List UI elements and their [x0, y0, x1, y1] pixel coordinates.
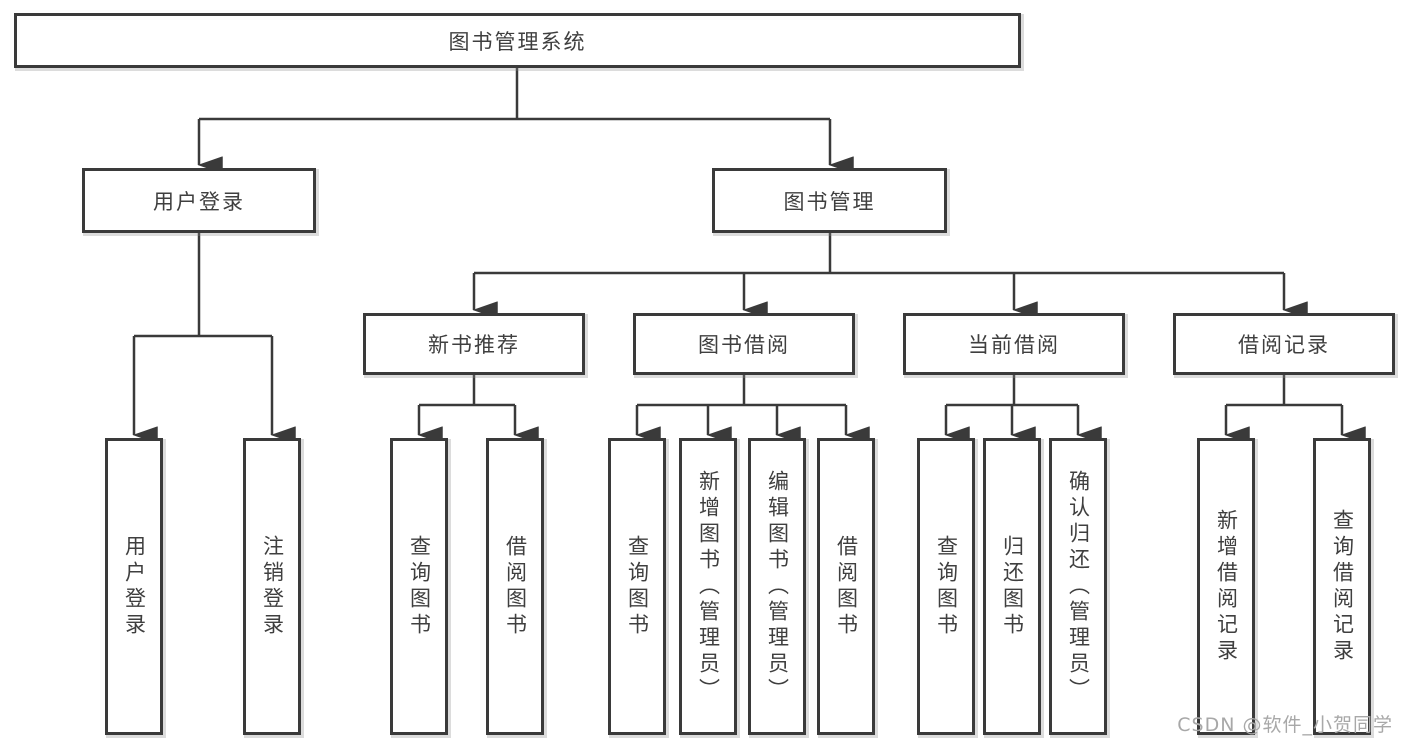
node-label: 借阅记录 [1238, 333, 1330, 357]
node-book-management: 图书管理 [712, 168, 947, 233]
leaf-label: 确认归还（管理员） [1066, 469, 1091, 704]
node-label: 新书推荐 [428, 333, 520, 357]
leaf-add-borrow-record: 新增借阅记录 [1197, 438, 1255, 735]
node-book-borrow: 图书借阅 [633, 313, 855, 375]
leaf-edit-book-admin: 编辑图书（管理员） [748, 438, 806, 735]
node-label: 当前借阅 [968, 333, 1060, 357]
leaf-label: 查询图书 [934, 534, 959, 639]
leaf-query-books-current: 查询图书 [917, 438, 975, 735]
leaf-label: 编辑图书（管理员） [765, 469, 790, 704]
leaf-label: 查询图书 [407, 534, 432, 639]
root-node: 图书管理系统 [14, 13, 1021, 68]
node-new-book-recommend: 新书推荐 [363, 313, 585, 375]
leaf-confirm-return-admin: 确认归还（管理员） [1049, 438, 1107, 735]
leaf-label: 归还图书 [1000, 534, 1025, 639]
leaf-logout: 注销登录 [243, 438, 301, 735]
node-label: 图书借阅 [698, 333, 790, 357]
leaf-label: 新增图书（管理员） [696, 469, 721, 704]
node-label: 图书管理 [783, 189, 876, 214]
leaf-label: 新增借阅记录 [1214, 508, 1239, 665]
leaf-borrow-books: 借阅图书 [817, 438, 875, 735]
leaf-borrow-books-recommend: 借阅图书 [486, 438, 544, 735]
node-user-login: 用户登录 [82, 168, 316, 233]
watermark: CSDN @软件_小贺同学 [1177, 714, 1393, 736]
leaf-label: 借阅图书 [503, 534, 528, 639]
leaf-label: 查询图书 [625, 534, 650, 639]
leaf-label: 注销登录 [260, 534, 285, 639]
leaf-label: 查询借阅记录 [1330, 508, 1355, 665]
node-borrow-records: 借阅记录 [1173, 313, 1395, 375]
root-node-label: 图书管理系统 [448, 29, 587, 54]
leaf-return-book: 归还图书 [983, 438, 1041, 735]
node-label: 用户登录 [153, 189, 245, 214]
leaf-user-login: 用户登录 [105, 438, 163, 735]
leaf-add-book-admin: 新增图书（管理员） [679, 438, 737, 735]
leaf-label: 借阅图书 [834, 534, 859, 639]
leaf-query-books-recommend: 查询图书 [390, 438, 448, 735]
node-current-borrow: 当前借阅 [903, 313, 1125, 375]
leaf-query-books-borrow: 查询图书 [608, 438, 666, 735]
leaf-query-borrow-record: 查询借阅记录 [1313, 438, 1371, 735]
leaf-label: 用户登录 [122, 534, 147, 639]
